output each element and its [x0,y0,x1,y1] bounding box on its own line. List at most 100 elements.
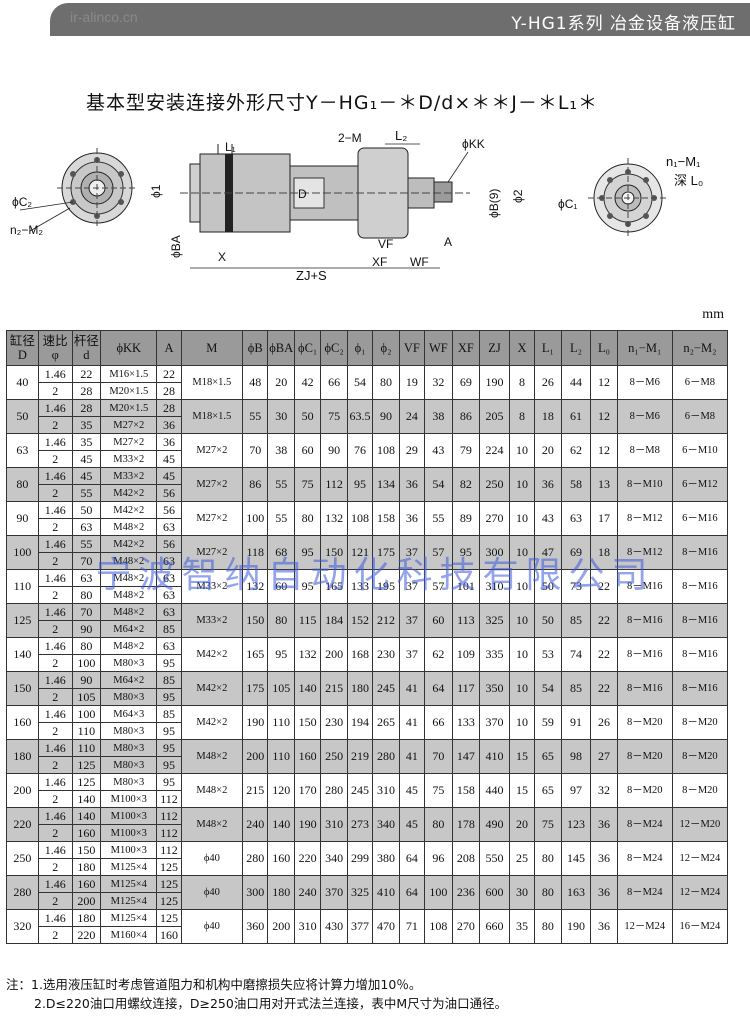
table-cell: 8 [508,365,536,400]
table-cell: 55 [424,501,453,536]
table-cell: 110 [6,569,39,604]
table-cell: 12－M20 [671,807,729,842]
table-cell: 90 [71,620,102,638]
table-cell: 35 [71,433,102,451]
table-cell: 370 [479,705,510,740]
table-cell: 13 [590,467,618,502]
table-cell: M42×2 [100,535,158,553]
table-cell: 73 [560,569,592,604]
table-cell: 280 [320,773,348,808]
table-cell: 180 [346,671,374,706]
table-cell: 24 [398,399,426,434]
table-cell: M80×3 [100,756,158,774]
table-cell: 100 [6,535,39,570]
column-header: ϕC₂ [320,330,348,366]
table-cell: 43 [534,501,562,536]
table-cell: 100 [71,705,102,723]
label-phi1: ϕ1 [149,184,163,198]
table-cell: 8－M16 [671,637,729,672]
table-cell: 1.46 [37,705,73,723]
table-cell: M18×1.5 [180,365,244,400]
page-title: 基本型安装连接外形尺寸Y－HG₁－＊D/d×＊＊J－＊L₁＊ [86,92,599,114]
table-cell: 29 [398,433,426,468]
table-cell: 2 [37,926,73,944]
table-cell: 20 [267,365,295,400]
table-cell: 112 [156,824,182,842]
table-cell: M48×2 [100,518,158,536]
table-cell: 140 [267,807,295,842]
table-cell: 190 [560,909,592,944]
table-cell: 180 [71,909,102,927]
table-cell: 110 [71,739,102,757]
table-cell: 105 [267,671,295,706]
table-cell: 90 [71,671,102,689]
table-cell: 1.46 [37,739,73,757]
table-cell: M80×3 [100,722,158,740]
table-cell: 2 [37,824,73,842]
table-cell: 190 [293,807,322,842]
table-cell: 212 [372,603,400,638]
table-cell: 80 [71,637,102,655]
table-cell: 71 [398,909,426,944]
table-cell: 64 [398,841,426,876]
table-cell: M100×3 [100,807,158,825]
table-cell: 470 [372,909,400,944]
table-cell: 270 [451,909,481,944]
table-cell: M27×2 [100,416,158,434]
table-cell: M48×2 [100,637,158,655]
table-cell: M80×3 [100,654,158,672]
table-cell: 8－M24 [616,875,673,910]
table-cell: 200 [267,909,295,944]
table-cell: 10 [508,637,536,672]
table-cell: 132 [293,637,322,672]
table-cell: ϕ40 [180,875,244,910]
table-cell: M33×2 [180,569,244,604]
table-cell: 220 [6,807,39,842]
table-cell: 8－M20 [616,705,673,740]
table-cell: 100 [424,875,453,910]
table-cell: 62 [424,637,453,672]
table-cell: 60 [267,569,295,604]
table-cell: 118 [242,535,269,570]
label-m1: n₁−M₁ [666,154,701,169]
table-cell: 95 [293,535,322,570]
table-cell: 125 [156,909,182,927]
table-cell: 410 [372,875,400,910]
table-cell: 125 [156,858,182,876]
table-cell: 101 [451,569,481,604]
table-cell: 62 [560,433,592,468]
table-cell: 55 [71,535,102,553]
table-cell: 22 [71,365,102,383]
table-cell: M48×2 [100,603,158,621]
table-cell: 140 [71,807,102,825]
table-cell: 63 [156,518,182,536]
table-cell: 35 [508,909,536,944]
table-cell: 113 [451,603,481,638]
table-cell: M100×3 [100,790,158,808]
table-cell: M64×2 [100,671,158,689]
table-cell: 132 [320,501,348,536]
table-cell: 10 [508,535,536,570]
table-cell: M42×2 [180,637,244,672]
table-cell: 55 [267,501,295,536]
table-cell: 190 [242,705,269,740]
table-cell: 95 [451,535,481,570]
table-cell: 125 [71,773,102,791]
table-cell: M33×2 [100,450,158,468]
table-cell: 16－M24 [671,909,729,944]
table-cell: 30 [508,875,536,910]
table-cell: 134 [372,467,400,502]
table-cell: 54 [424,467,453,502]
column-header: X [508,330,536,366]
table-cell: 8－M24 [616,841,673,876]
table-cell: 1.46 [37,841,73,859]
table-cell: 20 [508,807,536,842]
table-cell: 270 [479,501,510,536]
table-cell: 310 [293,909,322,944]
